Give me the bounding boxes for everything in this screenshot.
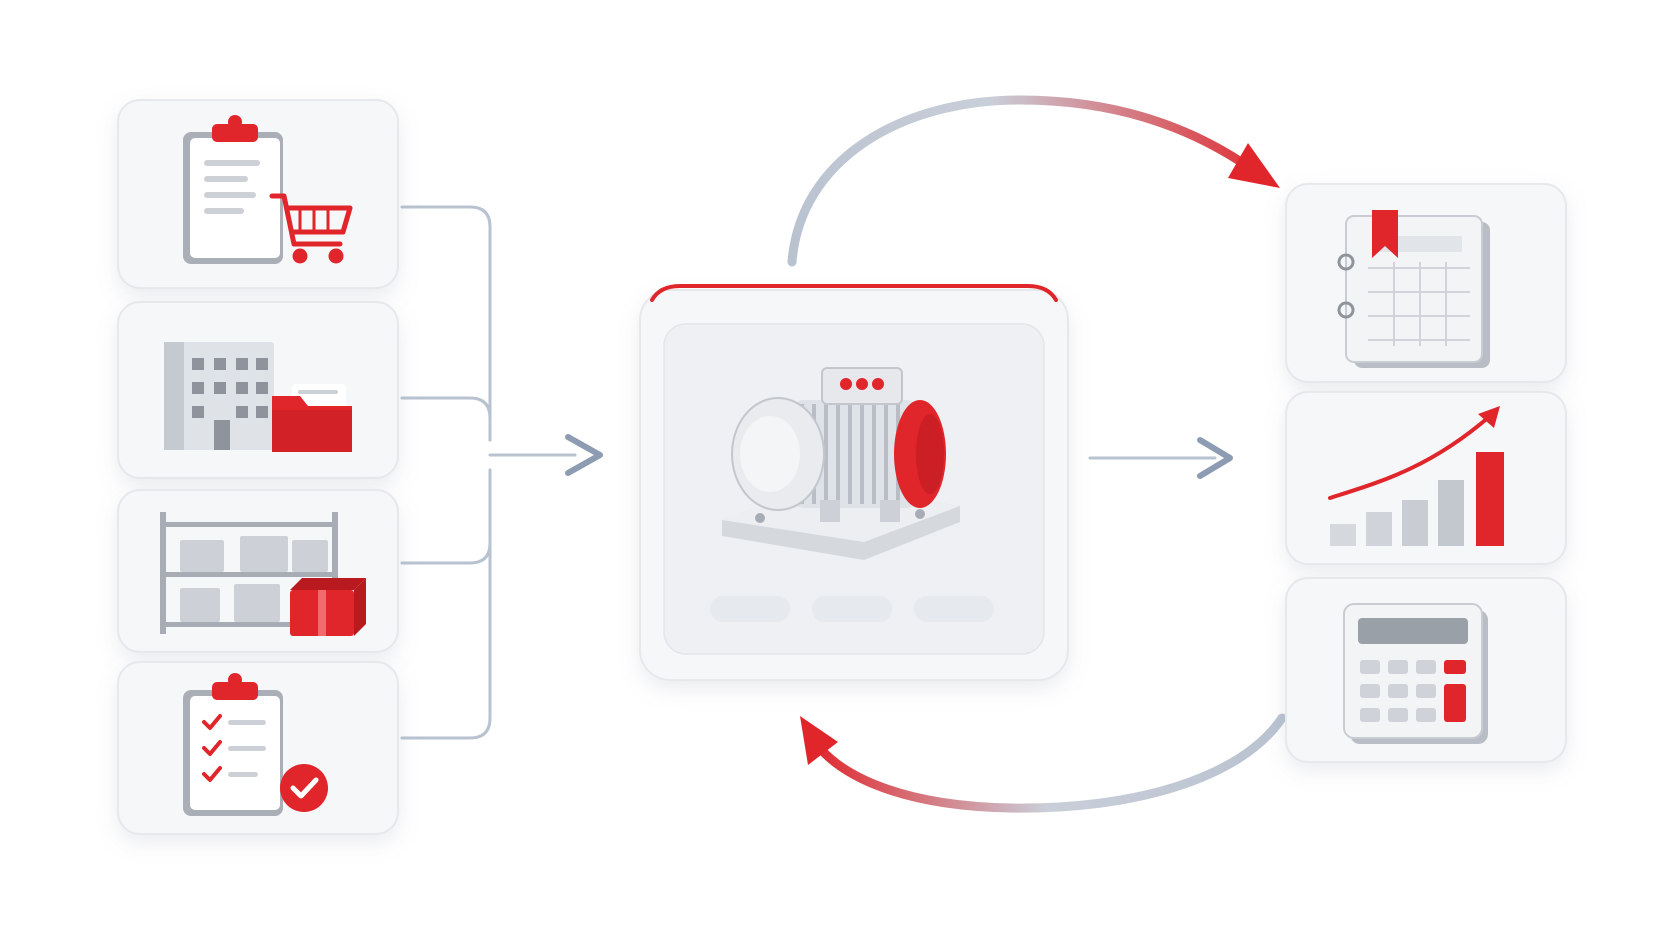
- check-badge-icon: [280, 764, 328, 812]
- output-card-growth[interactable]: [1285, 391, 1567, 565]
- center-card-accent-bar: [650, 284, 1058, 302]
- calendar-planner-icon: [1337, 215, 1490, 368]
- output-card-schedule[interactable]: [1285, 183, 1567, 383]
- box-icon: [290, 578, 366, 636]
- trend-arrow-icon: [1328, 406, 1500, 500]
- center-to-outputs-arrow: [1088, 437, 1233, 479]
- bookmark-icon: [1372, 210, 1398, 258]
- input-card-suppliers[interactable]: [117, 301, 399, 479]
- center-card-button-row: [710, 596, 994, 622]
- clipboard-icon: [183, 115, 283, 264]
- electric-motor-icon: [722, 367, 960, 560]
- storage-shelf-icon: [160, 512, 338, 634]
- input-connectors: [400, 205, 577, 740]
- center-card[interactable]: [639, 284, 1069, 681]
- bar-chart-icon: [1330, 452, 1504, 546]
- calculator-icon: [1343, 603, 1488, 744]
- checklist-icon: [183, 673, 283, 816]
- center-card-button-3[interactable]: [914, 596, 994, 622]
- output-card-costing[interactable]: [1285, 577, 1567, 763]
- shopping-cart-icon: [269, 193, 353, 264]
- feedback-loop-bottom: [800, 713, 1287, 813]
- inputs-to-center-arrowhead: [565, 434, 603, 476]
- office-building-icon: [164, 342, 274, 450]
- input-card-warehouse[interactable]: [117, 489, 399, 653]
- input-card-purchase-orders[interactable]: [117, 99, 399, 289]
- folder-icon: [272, 384, 352, 452]
- feedback-loop-top: [787, 95, 1280, 267]
- input-card-quality-check[interactable]: [117, 661, 399, 835]
- center-card-button-1[interactable]: [710, 596, 790, 622]
- center-card-button-2[interactable]: [812, 596, 892, 622]
